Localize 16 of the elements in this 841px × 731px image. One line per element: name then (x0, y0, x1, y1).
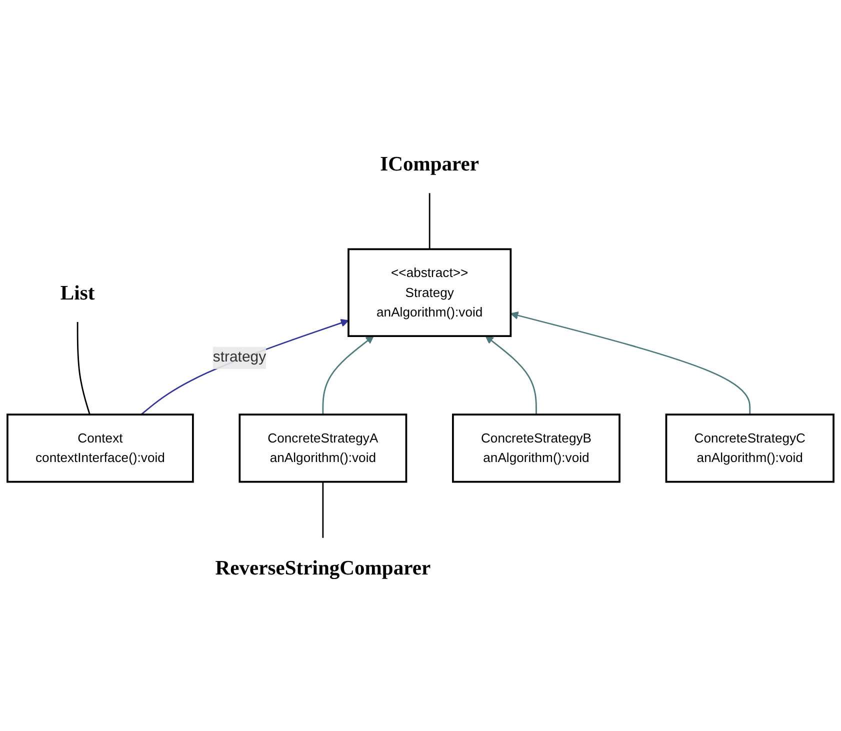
arrow (485, 336, 537, 415)
connector (322, 482, 324, 538)
node-box: Context contextInterface():void (6, 414, 194, 483)
connector (428, 193, 430, 250)
node-text: ReverseStringComparer (215, 556, 431, 579)
arrow (322, 336, 374, 415)
node-box: ConcreteStrategyA anAlgorithm():void (238, 414, 408, 483)
arrow (510, 311, 751, 415)
node-text: List (60, 280, 95, 304)
node-box: ConcreteStrategyB anAlgorithm():void (452, 414, 620, 483)
connector (76, 322, 90, 415)
node-box: ConcreteStrategyC anAlgorithm():void (665, 414, 834, 483)
arrow (140, 319, 349, 416)
node-text: IComparer (380, 152, 480, 176)
node-box: <<abstract>> Strategy anAlgorithm():void (348, 248, 512, 337)
edge-label: strategy (212, 350, 266, 366)
